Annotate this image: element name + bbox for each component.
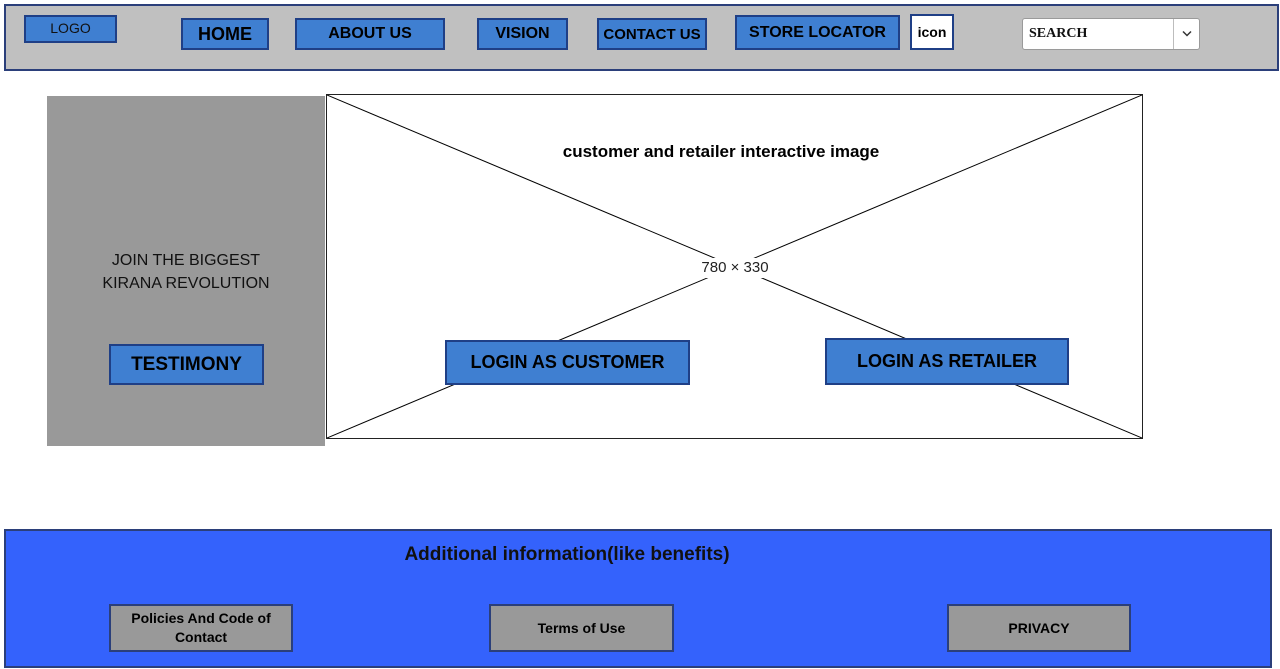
footer-title: Additional information(like benefits) [404,544,730,565]
nav-vision-button[interactable]: VISION [477,18,568,50]
nav-store-locator-button[interactable]: STORE LOCATOR [735,15,900,50]
nav-contact-button[interactable]: CONTACT US [597,18,707,50]
chevron-down-icon[interactable] [1173,19,1199,49]
tagline-line-1: JOIN THE BIGGEST [111,252,261,269]
policies-label-line-1: Policies And Code of [131,610,271,626]
policies-label-line-2: Contact [174,629,228,645]
search-dropdown-value: SEARCH [1029,26,1088,41]
testimony-button[interactable]: TESTIMONY [109,344,264,385]
privacy-button[interactable]: PRIVACY [947,604,1131,652]
tagline: JOIN THE BIGGEST KIRANA REVOLUTION [47,249,325,295]
nav-about-button[interactable]: ABOUT US [295,18,445,50]
login-retailer-button[interactable]: LOGIN AS RETAILER [825,338,1069,385]
hero-caption: customer and retailer interactive image [562,142,880,161]
policies-button[interactable]: Policies And Code of Contact [109,604,293,652]
side-panel [47,96,325,446]
tagline-line-2: KIRANA REVOLUTION [102,275,270,292]
terms-button[interactable]: Terms of Use [489,604,674,652]
nav-home-button[interactable]: HOME [181,18,269,50]
header-icon-placeholder[interactable]: icon [910,14,954,50]
logo[interactable]: LOGO [24,15,117,43]
search-dropdown[interactable]: SEARCH [1022,18,1200,50]
login-customer-button[interactable]: LOGIN AS CUSTOMER [445,340,690,385]
image-size-label: 780 × 330 [697,258,773,278]
